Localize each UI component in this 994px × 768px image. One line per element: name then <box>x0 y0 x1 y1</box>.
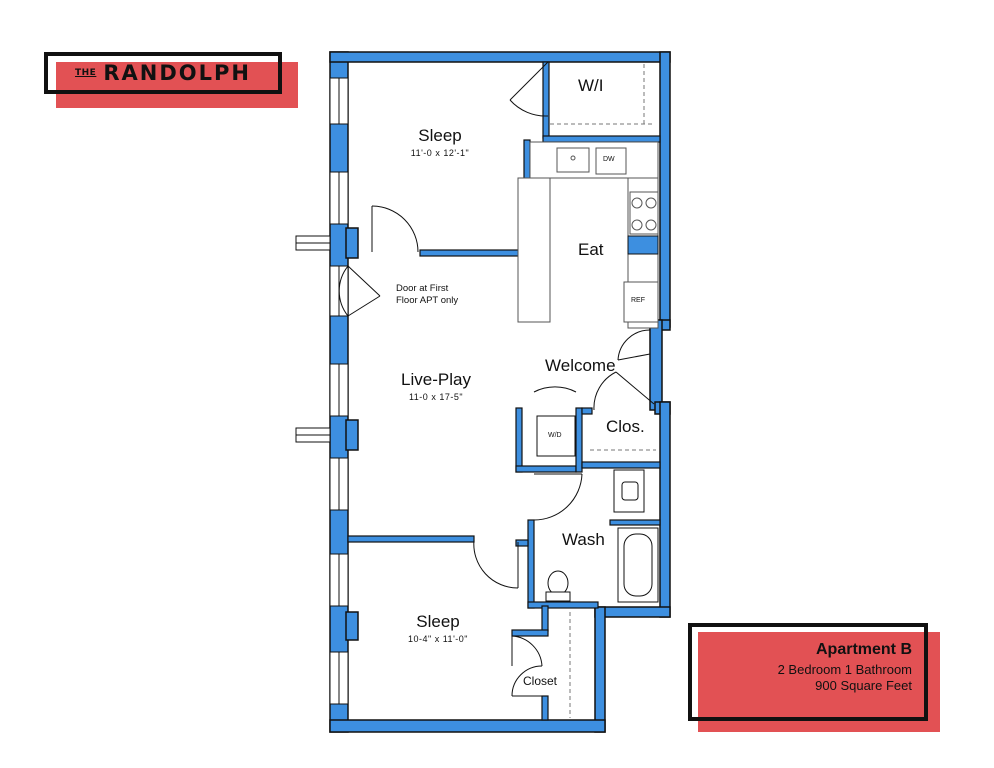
info-card-shadow <box>698 632 940 732</box>
exterior-details <box>295 235 331 443</box>
doors <box>338 61 655 697</box>
logo-prefix: THE <box>75 67 97 78</box>
apartment-title: Apartment B <box>815 641 912 658</box>
kitchen <box>517 141 659 329</box>
room-sleep-top: Sleep 11'-0 x 12'-1" <box>400 126 480 158</box>
room-dims: 10-4" x 11'-0" <box>408 634 468 644</box>
door-note-line1: Door at First <box>396 283 449 294</box>
wall-piers <box>345 227 359 641</box>
room-closet-small: Clos. <box>606 417 645 436</box>
room-name: Sleep <box>416 612 460 631</box>
info-card: Apartment B 2 Bedroom 1 Bathroom 900 Squ… <box>688 623 928 721</box>
logo-name: RANDOLPH <box>103 61 251 85</box>
logo: THE RANDOLPH <box>44 52 282 94</box>
room-dims: 11'-0 x 12'-1" <box>410 148 470 158</box>
door-note: Door at First Floor APT only <box>396 283 458 307</box>
logo-shadow <box>56 62 298 108</box>
room-sleep-bottom: Sleep 10-4" x 11'-0" <box>398 612 478 644</box>
room-closet: Closet <box>523 674 558 688</box>
room-wash: Wash <box>562 530 605 549</box>
fridge-label: REF <box>631 297 645 304</box>
shelves <box>550 64 656 718</box>
washer-dryer-label: W/D <box>548 432 562 439</box>
room-welcome: Welcome <box>545 356 616 375</box>
room-name: Sleep <box>418 126 462 145</box>
room-walk-in: W/I <box>578 76 604 95</box>
dishwasher-label: DW <box>603 156 615 163</box>
room-name: Live-Play <box>401 370 471 389</box>
bath-fixtures <box>536 415 659 603</box>
room-dims: 11-0 x 17-5" <box>408 392 464 402</box>
kitchen-wall-segment <box>627 235 659 255</box>
door-note-line2: Floor APT only <box>396 295 459 306</box>
room-live-play: Live-Play 11-0 x 17-5" <box>396 370 476 402</box>
apartment-area: 900 Square Feet <box>815 678 912 693</box>
room-eat: Eat <box>578 240 604 259</box>
apartment-layout: 2 Bedroom 1 Bathroom <box>777 662 912 677</box>
